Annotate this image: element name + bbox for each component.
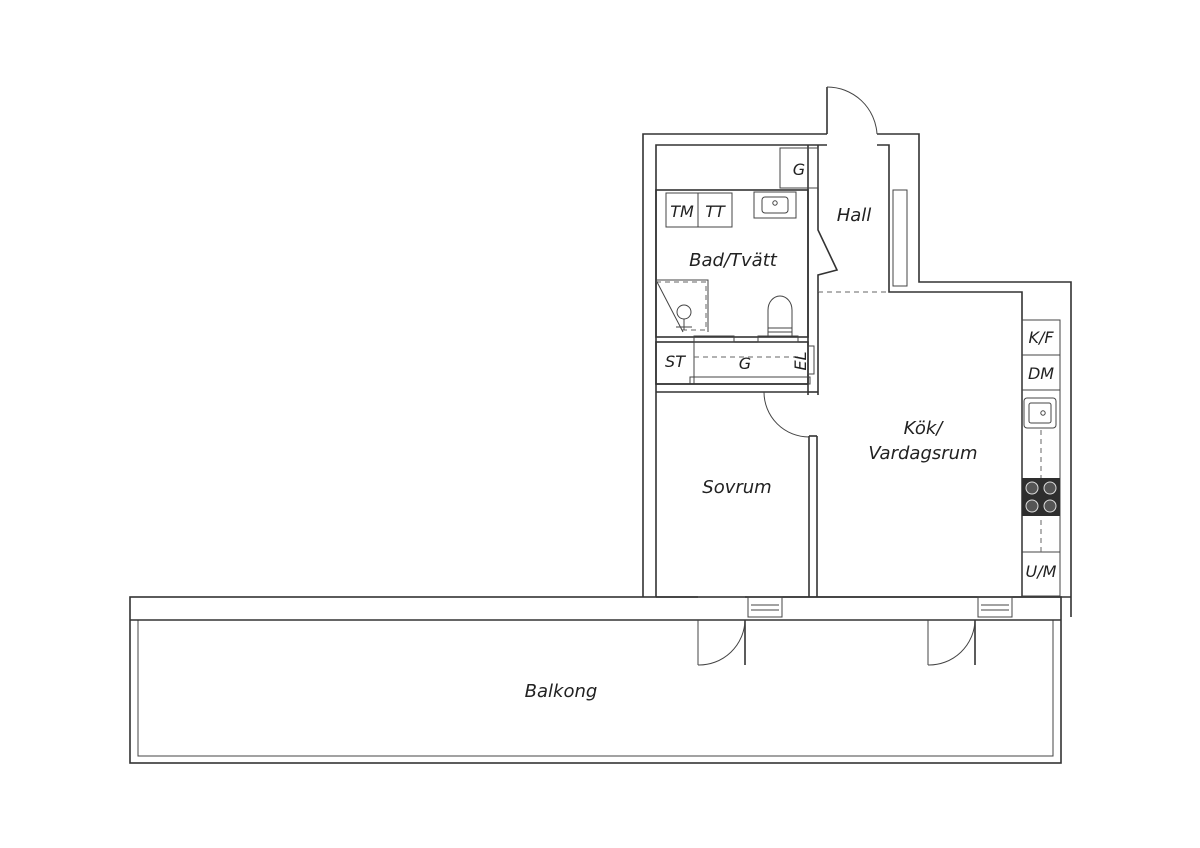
window-bedroom bbox=[747, 596, 783, 618]
kitchen-label-line2: Vardagsrum bbox=[868, 443, 977, 464]
balcony bbox=[129, 596, 1062, 764]
tt-label: TT bbox=[705, 202, 726, 221]
bedroom-door bbox=[763, 391, 810, 438]
entrance-door bbox=[826, 86, 878, 135]
kf-label: K/F bbox=[1028, 328, 1054, 347]
kitchen-counter bbox=[1021, 319, 1061, 597]
hall-label: Hall bbox=[837, 205, 872, 226]
interior-walls bbox=[656, 391, 1022, 598]
tm-label: TM bbox=[670, 202, 694, 221]
hall-area bbox=[807, 145, 908, 395]
bathroom-label: Bad/Tvätt bbox=[689, 250, 778, 271]
balcony-door-living bbox=[927, 619, 976, 666]
hall-wardrobe-label: G bbox=[793, 160, 805, 179]
st-label: ST bbox=[665, 352, 686, 371]
closet-row bbox=[655, 335, 815, 385]
closet-wardrobe-label: G bbox=[739, 354, 751, 373]
el-label: EL bbox=[791, 351, 810, 370]
um-label: U/M bbox=[1026, 562, 1057, 581]
dm-label: DM bbox=[1028, 364, 1054, 383]
balcony-label: Balkong bbox=[525, 681, 598, 702]
bathroom bbox=[655, 189, 809, 338]
hall-wardrobe bbox=[779, 147, 819, 189]
balcony-door-bedroom bbox=[697, 619, 746, 666]
kitchen-label-line1: Kök/ bbox=[904, 418, 945, 439]
bedroom-label: Sovrum bbox=[702, 477, 771, 498]
window-living bbox=[977, 596, 1013, 618]
